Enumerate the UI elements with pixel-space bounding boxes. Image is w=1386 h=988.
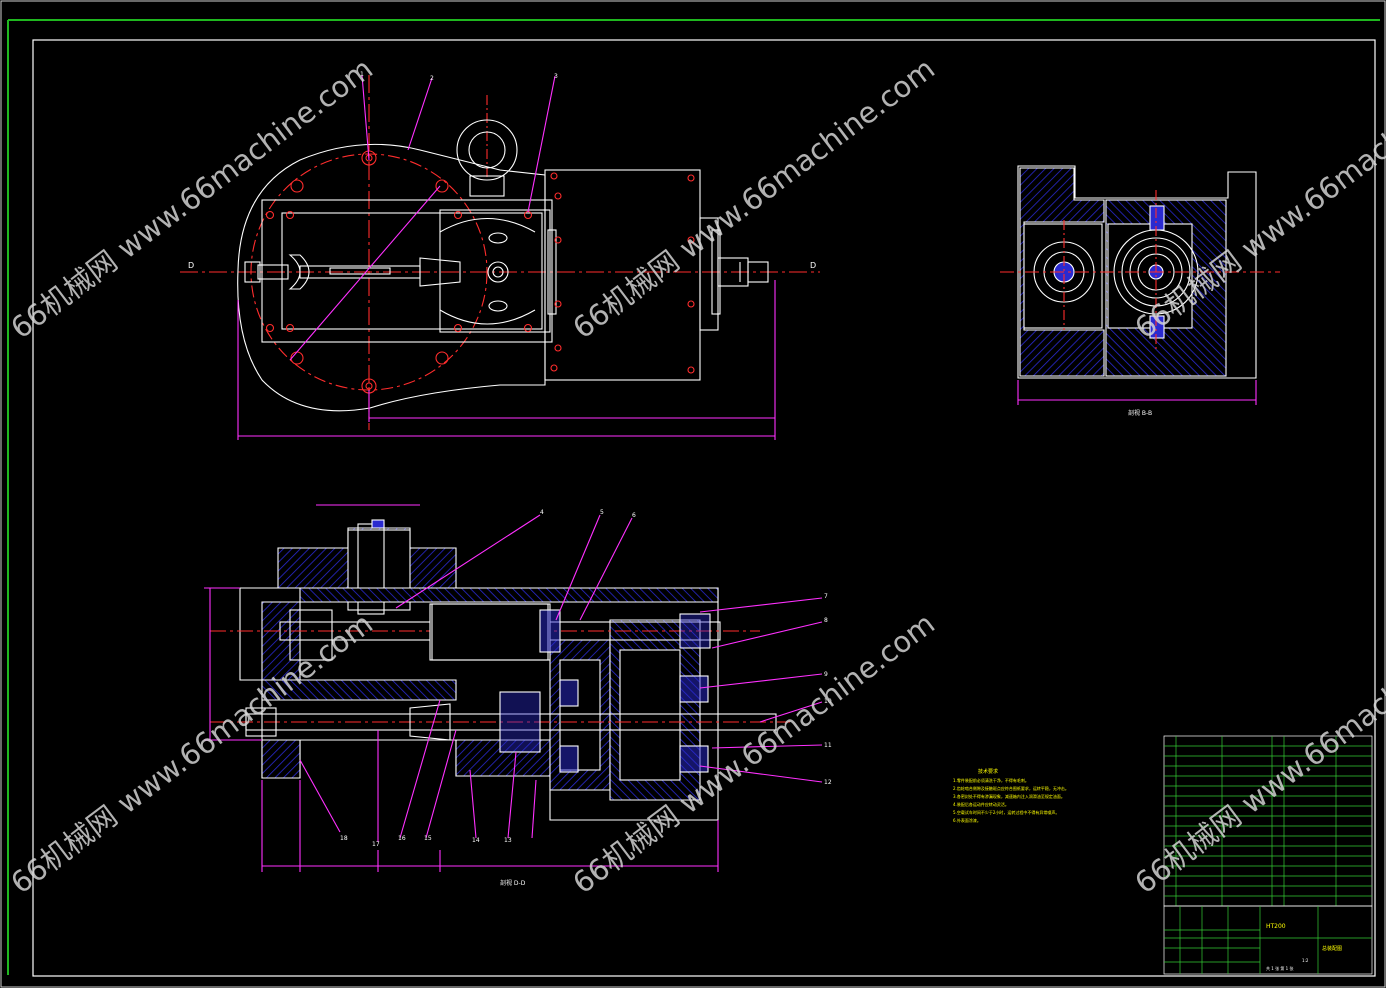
section-leader-label: 14 xyxy=(472,837,480,844)
note-line: 6.外表面涂漆。 xyxy=(953,817,981,823)
note-line: 1.零件装配前必须清洗干净，不得有毛刺。 xyxy=(953,777,1029,783)
note-line: 5.空载试车时间不少于2小时，运转过程中不得有异常噪声。 xyxy=(953,809,1059,815)
section-mark-left: D xyxy=(188,261,194,270)
top-view: D D xyxy=(180,71,820,440)
section-leader-label: 8 xyxy=(824,617,828,624)
note-line: 2.齿轮啮合侧隙及接触斑点应符合图纸要求，运转平稳，无冲击。 xyxy=(953,785,1069,791)
section-leader-label: 10 xyxy=(824,698,832,705)
section-leader-label: 12 xyxy=(824,779,832,786)
notes-heading: 技术要求 xyxy=(978,768,998,775)
section-leader-label: 6 xyxy=(632,512,636,519)
section-view: 剖视 D-D 4 5 6 7 8 9 10 11 12 18 17 16 15 14 13 xyxy=(204,504,832,887)
section-leader-label: 18 xyxy=(340,835,348,842)
side-view-caption: 剖视 B-B xyxy=(1128,409,1152,417)
section-view-caption: 剖视 D-D xyxy=(500,879,526,887)
section-leader-label: 9 xyxy=(824,671,828,678)
top-view-leaders xyxy=(289,74,556,361)
section-leader-label: 15 xyxy=(424,835,432,842)
section-leader-label: 17 xyxy=(372,841,380,848)
title-block: HT200 总装配图 1:2 共 1 张 第 1 张 xyxy=(1163,735,1373,975)
section-leader-label: 11 xyxy=(824,742,832,749)
leader-label-1: 1 xyxy=(360,71,364,78)
title-block-drawing-name: 总装配图 xyxy=(1322,945,1342,952)
section-leaders xyxy=(299,514,823,842)
note-line: 3.各密封处不得有渗漏现象，减速箱内注入润滑油至规定油面。 xyxy=(953,793,1065,799)
side-view: 剖视 B-B xyxy=(1000,165,1280,417)
section-leader-label: 5 xyxy=(600,509,604,516)
leader-label-3: 3 xyxy=(554,73,558,80)
section-dimensions xyxy=(204,504,719,872)
technical-notes: 技术要求 1.零件装配前必须清洗干净，不得有毛刺。 2.齿轮啮合侧隙及接触斑点应… xyxy=(953,768,1069,823)
title-block-sheet: 共 1 张 第 1 张 xyxy=(1266,965,1293,971)
title-block-scale: 1:2 xyxy=(1302,958,1309,963)
section-mark-right: D xyxy=(810,261,816,270)
drawing-frame xyxy=(32,39,1376,977)
bolt-holes xyxy=(265,150,695,394)
title-block-material: HT200 xyxy=(1266,923,1286,930)
section-leader-label: 7 xyxy=(824,593,828,600)
top-view-dimensions xyxy=(237,280,776,440)
leader-label-2: 2 xyxy=(430,75,434,82)
section-leader-label: 4 xyxy=(540,509,544,516)
note-line: 4.装配后各运动件应转动灵活。 xyxy=(953,801,1009,807)
section-leader-label: 13 xyxy=(504,837,512,844)
section-leader-label: 16 xyxy=(398,835,406,842)
